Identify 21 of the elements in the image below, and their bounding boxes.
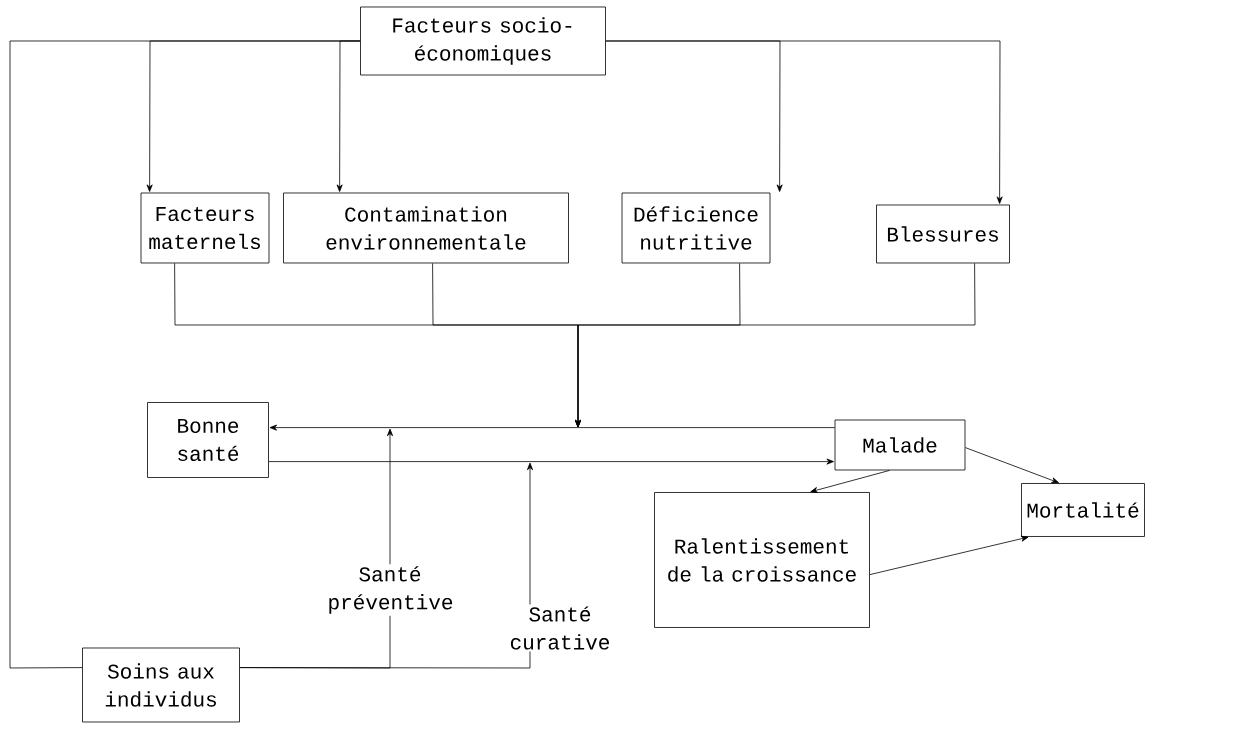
process-box: Contamination environnementale (283, 192, 569, 264)
process-box: Déficience nutritive (621, 192, 771, 264)
process-box: Ralentissement de la croissance (654, 492, 870, 628)
edge-label: Santé curative (495, 604, 625, 652)
arrow (869, 535, 1029, 575)
edge-label: Santé préventive (325, 564, 455, 616)
arrow (239, 462, 533, 669)
process-box: Mortalité (1021, 483, 1145, 537)
arrow (965, 447, 1059, 484)
process-box: Bonne santé (147, 402, 269, 478)
arrow (605, 40, 1003, 204)
process-box: Blessures (876, 204, 1010, 264)
connector-line (9, 40, 361, 669)
process-box: Facteurs maternels (140, 192, 270, 264)
arrow (268, 458, 834, 465)
process-box: Soins aux individus (82, 647, 240, 723)
process-box: Facteurs socio-économiques (360, 6, 606, 76)
process-box: Malade (834, 419, 966, 471)
arrow (269, 424, 835, 431)
arrow (810, 470, 890, 493)
arrow (575, 263, 976, 428)
